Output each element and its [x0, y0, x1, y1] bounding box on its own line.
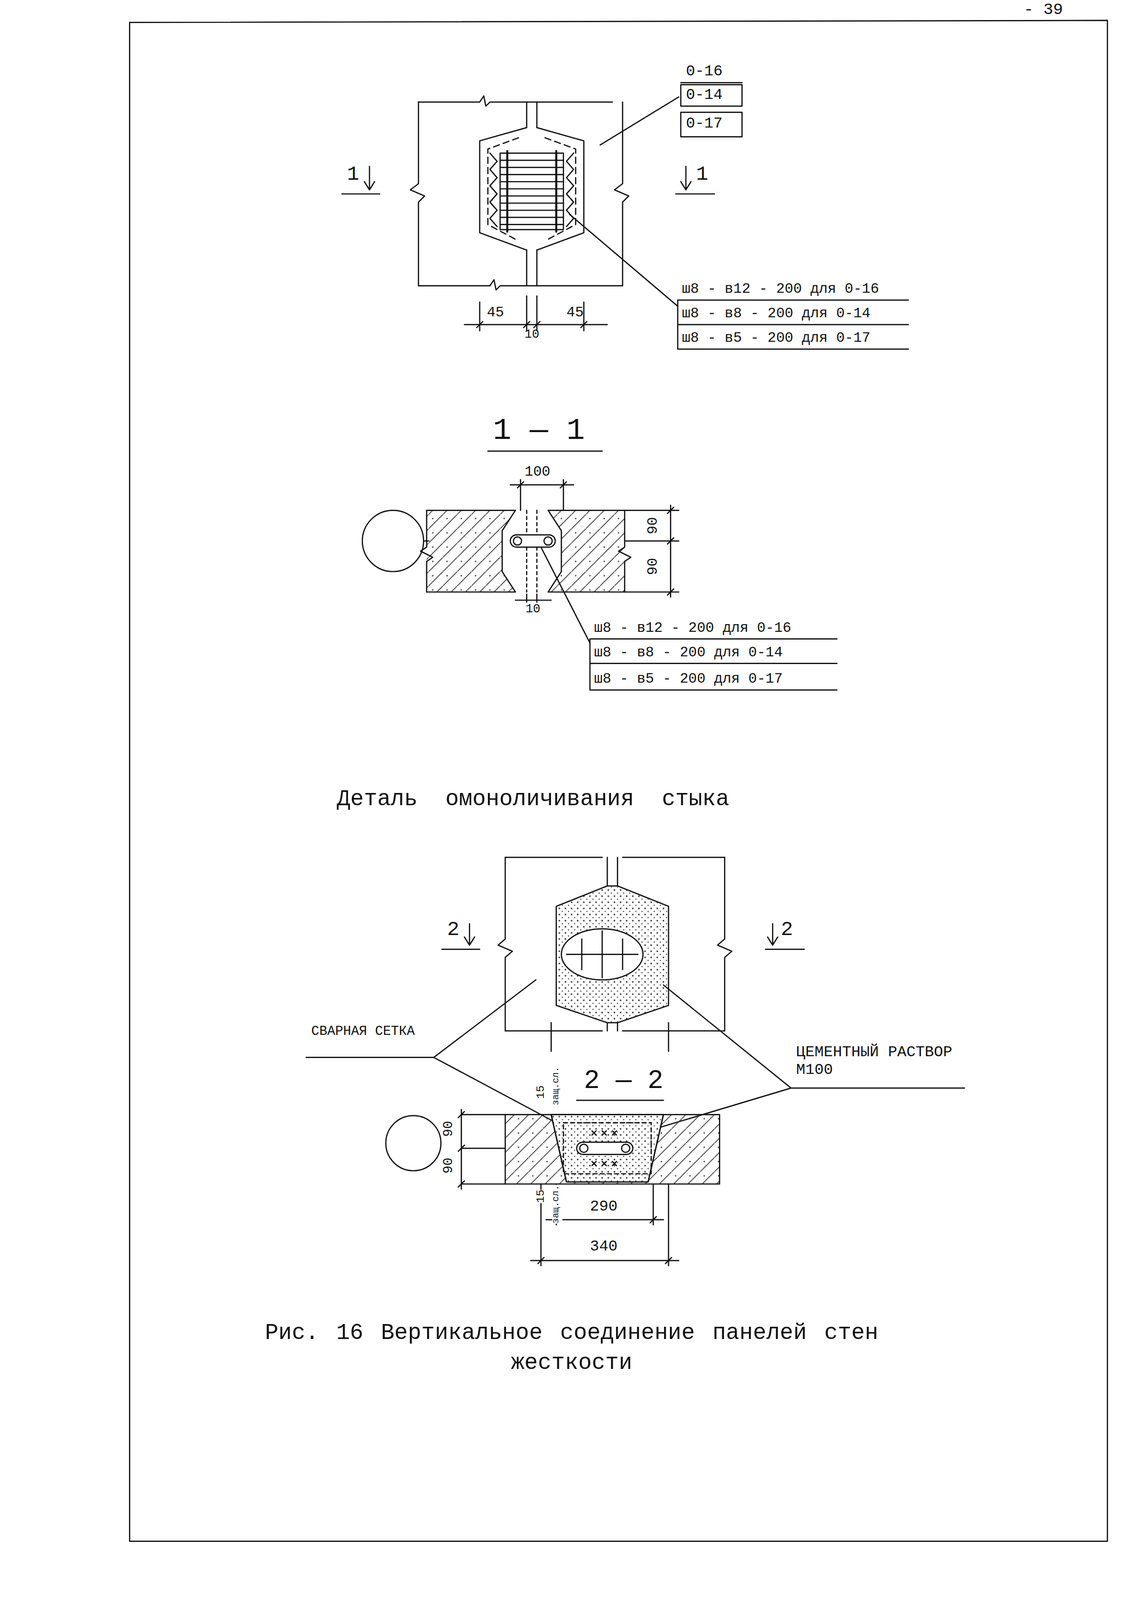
dimension: 15 — [534, 1189, 547, 1204]
rebar-note: ш8 - в8 - 200 для 0-14 — [594, 644, 783, 661]
section-mark: 2 — [780, 918, 793, 941]
dimension: 90 — [441, 1121, 457, 1137]
mark-code: 0-14 — [685, 87, 723, 105]
rebar-note: ш8 - в5 - 200 для 0-17 — [594, 671, 783, 688]
dimension: 90 — [645, 557, 662, 576]
cover-note: защ.сл. — [552, 1066, 563, 1106]
rebar-note: ш8 - в12 - 200 для 0-16 — [594, 620, 792, 637]
callout-label: СВАРНАЯ СЕТКА — [311, 1024, 424, 1040]
rebar-note: ш8 - в12 - 200 для 0-16 — [681, 281, 880, 298]
plan-joint-1 — [341, 82, 909, 350]
mark-code: 0-16 — [685, 64, 723, 82]
dimension: 15 — [534, 1085, 547, 1099]
dimension: 100 — [524, 464, 551, 481]
dimension: 340 — [590, 1239, 618, 1256]
dimension: 45 — [566, 305, 584, 321]
cover-note: защ.сл. — [552, 1185, 563, 1224]
section-mark: 2 — [447, 918, 460, 941]
section-mark: 1 — [696, 163, 709, 186]
callout-label: ЦЕМЕНТНЫЙ РАСТВОР М100 — [796, 1045, 975, 1079]
figure-caption: Рис. 16 Вертикальное соединение панелей … — [239, 1319, 904, 1379]
dimension: 290 — [590, 1199, 618, 1216]
section-2-2 — [385, 1109, 720, 1266]
rebar-note: ш8 - в8 - 200 для 0-14 — [681, 306, 871, 323]
section-1-1 — [362, 451, 837, 690]
sheet-frame — [129, 20, 1108, 1542]
section-title: 2 — 2 — [583, 1066, 664, 1096]
rebar-note: ш8 - в5 - 200 для 0-17 — [681, 330, 871, 347]
dimension: 10 — [525, 603, 541, 617]
page-number: - 39 — [1023, 1, 1063, 20]
dimension: 10 — [524, 328, 540, 343]
section-title: 1 — 1 — [492, 414, 585, 448]
plan-joint-2 — [306, 857, 965, 1132]
dimension: 90 — [645, 516, 662, 535]
detail-title: Деталь омоноличивания стыка — [336, 787, 730, 813]
mark-code: 0-17 — [685, 116, 723, 133]
dimension: 45 — [487, 305, 505, 321]
dimension: 90 — [441, 1157, 457, 1174]
section-mark: 1 — [347, 163, 360, 186]
